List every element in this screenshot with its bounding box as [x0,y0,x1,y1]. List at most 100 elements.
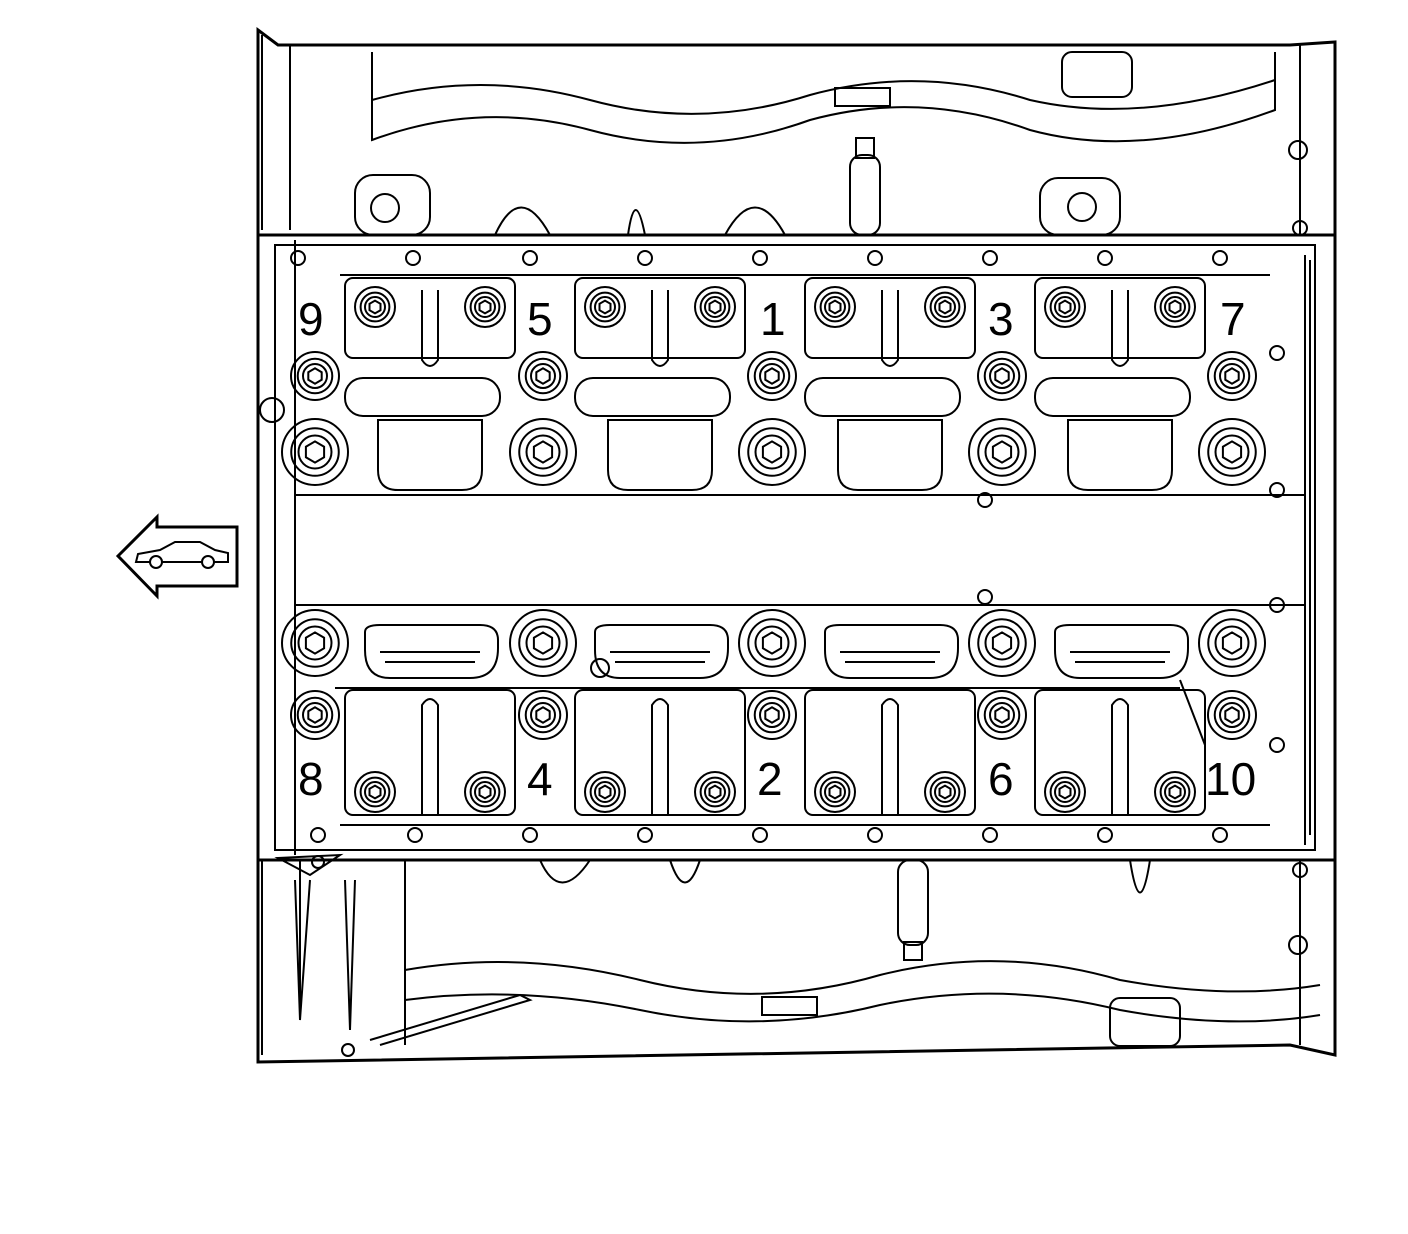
bolt-head [1159,291,1191,323]
bolt-head [983,696,1021,734]
cap-pad-lower [824,624,959,679]
sequence-label: 6 [988,753,1014,805]
sequence-label: 4 [527,753,553,805]
bolt-torx-socket [764,706,780,724]
cap-bolt [924,286,966,328]
bolt-washer [814,771,856,813]
bolt-head-inner [989,702,1015,728]
bolt-head-inner [759,363,785,389]
bolt-head [753,357,791,395]
bolt-torx-socket [1224,706,1240,724]
bearing-cap-upper [804,277,976,359]
sequence-label: 1 [760,293,786,345]
bolt-head [359,776,391,808]
bolt-head-inner [984,434,1020,470]
outer-bolt-lower [738,609,806,677]
outer-bolt-lower [281,609,349,677]
bolt-head [819,291,851,323]
main-bolt-lower [1207,690,1257,740]
cap-rib [421,290,439,367]
bolt-head [747,618,797,668]
bolt-washer [977,690,1027,740]
sequence-label: 7 [1220,293,1246,345]
bolt-head [359,291,391,323]
bolt-head [290,427,340,477]
bolt-head-inner [1219,363,1245,389]
bolt-head-inner [530,363,556,389]
bolt-washer [354,286,396,328]
bolt-torx-socket [828,299,842,315]
cap-bolt [1044,286,1086,328]
bolt-torx-socket [307,706,323,724]
bolt-head [1213,696,1251,734]
bedplate-frame [256,233,1337,862]
bolt-washer [290,690,340,740]
cap-bolt [464,771,506,813]
bolt-head-inner [754,625,790,661]
bolt-head-inner [934,296,956,318]
bolt-washer [924,771,966,813]
bolt-washer [694,771,736,813]
bolt-head [819,776,851,808]
sequence-label: 2 [757,753,783,805]
bolt-head [977,427,1027,477]
bolt-torx-socket [761,440,783,464]
bolt-torx-socket [1224,367,1240,385]
bolt-washer [738,609,806,677]
bolt-washer [518,690,568,740]
cap-pad-upper [1067,419,1173,491]
bolt-head [929,776,961,808]
bolt-torx-socket [994,367,1010,385]
bolt-head-inner [525,434,561,470]
dowel-hole [637,827,653,843]
front-of-vehicle-arrow-icon [115,513,239,600]
bolt-head [469,776,501,808]
bearing-cap-upper [344,277,516,359]
bolt-head-inner [594,781,616,803]
bolt-head [524,696,562,734]
cap-bolt [354,286,396,328]
bolt-washer [1198,609,1266,677]
bolt-torx-socket [938,784,952,800]
bolt-torx-socket [368,784,382,800]
bearing-caps [344,277,1206,816]
bolt-head-inner [1054,781,1076,803]
bolt-head-inner [364,781,386,803]
bolt-torx-socket [535,367,551,385]
bolts [281,286,1266,813]
outer-bolt-lower [509,609,577,677]
bolt-torx-socket [532,440,554,464]
cap-bolt [694,286,736,328]
bolt-washer [747,351,797,401]
bolt-washer [584,771,626,813]
bolt-washer [1207,351,1257,401]
lower-row-labels: 8 4 2 6 10 [298,753,1256,805]
dowel-hole [310,827,326,843]
bearing-cap-upper [574,277,746,359]
cap-slot-upper [804,377,961,417]
bolt-head-inner [1214,625,1250,661]
bolt-washer [968,418,1036,486]
dowel-hole [522,250,538,266]
bolt-washer [281,418,349,486]
bolt-washer [518,351,568,401]
dowel-hole [522,827,538,843]
bolt-washer [1044,771,1086,813]
cap-rib [881,698,899,815]
sequence-label: 9 [298,293,324,345]
cap-rib [651,290,669,367]
bolt-torx-socket [532,631,554,655]
bolt-head-inner [824,296,846,318]
cap-bolt [1154,771,1196,813]
bolt-washer [1044,286,1086,328]
cap-bolt [814,286,856,328]
bolt-washer [509,418,577,486]
cap-pad-lower [364,624,499,679]
main-bolt-lower [290,690,340,740]
bolt-head [290,618,340,668]
bolt-head-inner [1214,434,1250,470]
sequence-label: 3 [988,293,1014,345]
bolt-head-inner [525,625,561,661]
bolt-washer [977,351,1027,401]
